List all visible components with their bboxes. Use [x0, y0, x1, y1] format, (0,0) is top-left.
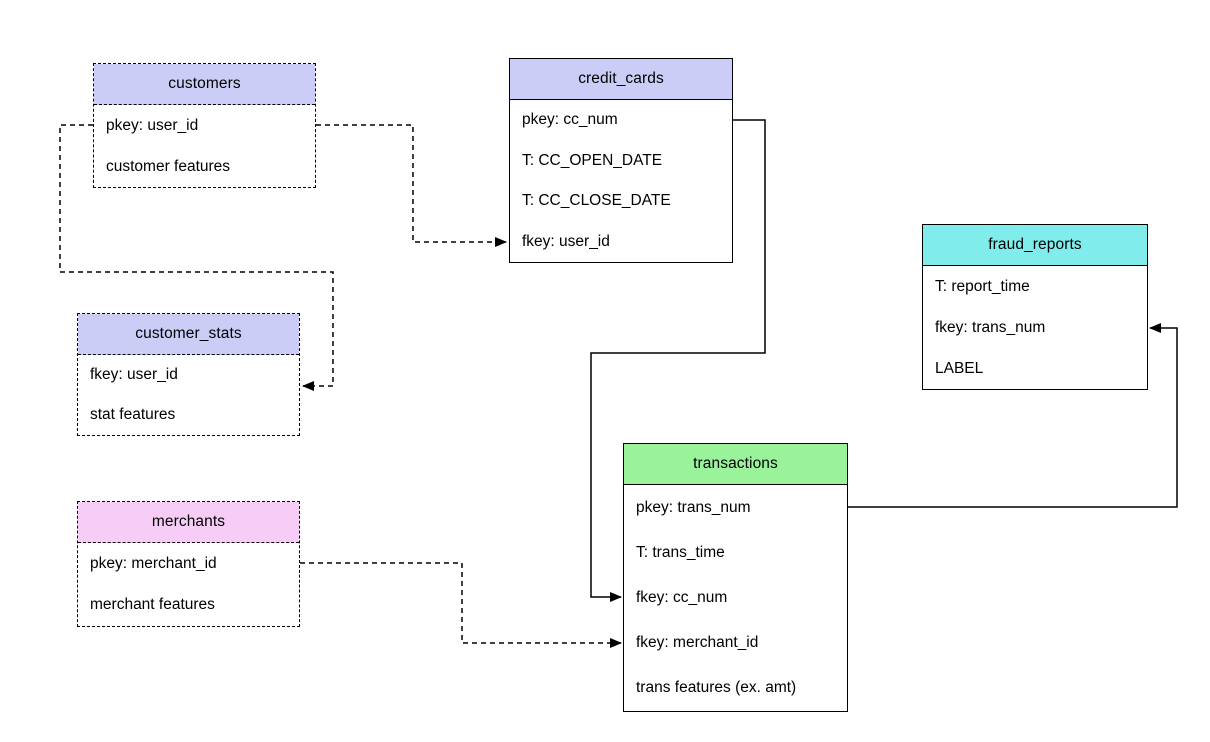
table-customer-stats-body: fkey: user_id stat features	[78, 355, 299, 435]
table-credit-cards-body: pkey: cc_num T: CC_OPEN_DATE T: CC_CLOSE…	[510, 100, 732, 262]
table-credit-cards: credit_cards pkey: cc_num T: CC_OPEN_DAT…	[509, 58, 733, 263]
table-row: LABEL	[935, 359, 984, 377]
table-row: pkey: merchant_id	[90, 554, 217, 572]
table-customer-stats: customer_stats fkey: user_id stat featur…	[77, 313, 300, 436]
table-row: fkey: trans_num	[935, 318, 1046, 336]
connector-customers-to-credit-cards	[316, 124, 507, 247]
table-row: fkey: user_id	[90, 366, 178, 383]
table-merchants-body: pkey: merchant_id merchant features	[78, 543, 299, 626]
table-row: T: CC_CLOSE_DATE	[522, 192, 671, 210]
table-fraud-reports-body: T: report_time fkey: trans_num LABEL	[923, 266, 1147, 389]
table-transactions: transactions pkey: trans_num T: trans_ti…	[623, 443, 848, 712]
connector-merchants-to-transactions	[300, 562, 622, 648]
table-row: fkey: user_id	[522, 232, 610, 250]
table-row: pkey: cc_num	[522, 111, 618, 129]
table-merchants: merchants pkey: merchant_id merchant fea…	[77, 501, 300, 627]
table-row: trans features (ex. amt)	[636, 679, 797, 697]
table-fraud-reports: fraud_reports T: report_time fkey: trans…	[922, 224, 1148, 390]
table-row: pkey: trans_num	[636, 498, 751, 516]
table-credit-cards-title: credit_cards	[510, 59, 732, 100]
table-row: customer features	[106, 157, 231, 175]
table-row: fkey: cc_num	[636, 589, 728, 606]
table-customers: customers pkey: user_id customer feature…	[93, 63, 316, 188]
table-merchants-title: merchants	[78, 502, 299, 543]
table-row: fkey: merchant_id	[636, 634, 759, 652]
table-row: T: trans_time	[636, 543, 725, 561]
table-customers-body: pkey: user_id customer features	[94, 105, 315, 187]
table-fraud-reports-title: fraud_reports	[923, 225, 1147, 266]
table-transactions-body: pkey: trans_num T: trans_time fkey: cc_n…	[624, 485, 847, 711]
table-row: T: CC_OPEN_DATE	[522, 151, 663, 169]
table-customer-stats-title: customer_stats	[78, 314, 299, 355]
table-row: stat features	[90, 406, 176, 423]
table-row: merchant features	[90, 596, 215, 614]
table-customers-title: customers	[94, 64, 315, 105]
table-transactions-title: transactions	[624, 444, 847, 485]
table-row: pkey: user_id	[106, 116, 199, 134]
table-row: T: report_time	[935, 277, 1030, 295]
